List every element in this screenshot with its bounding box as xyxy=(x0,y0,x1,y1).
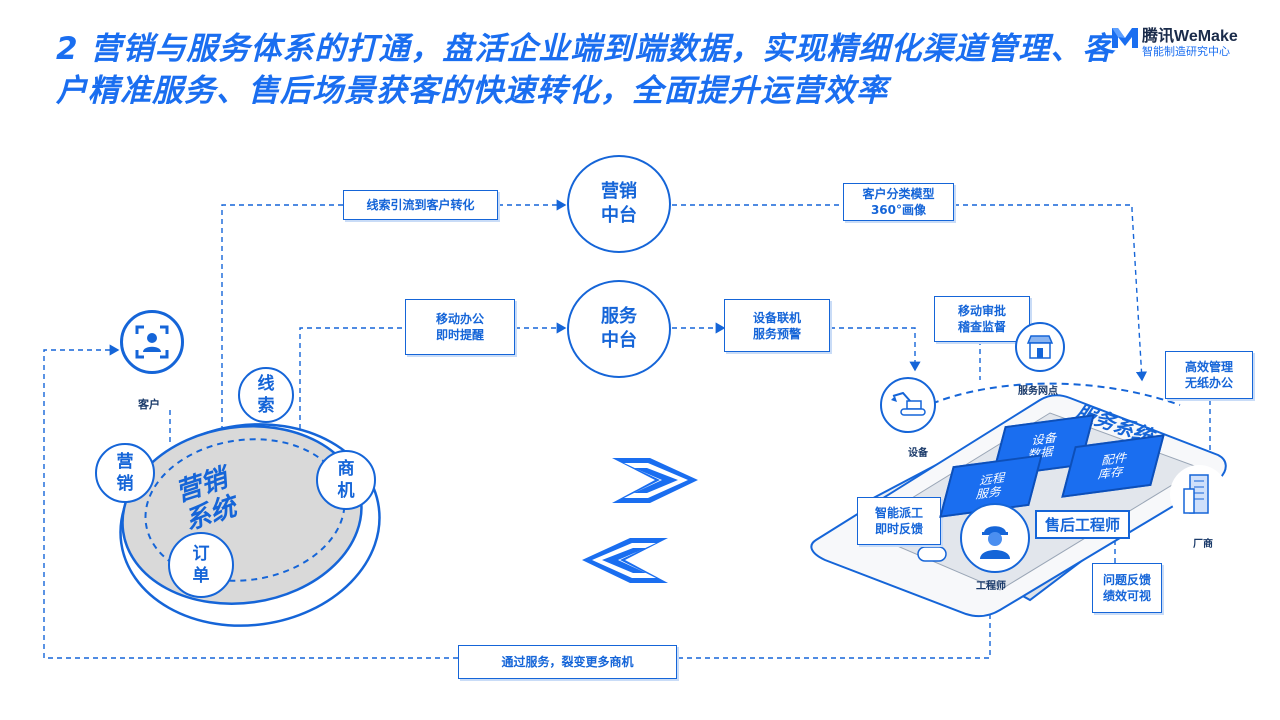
connector-bottom-loop xyxy=(677,605,991,659)
connector-bottom-left xyxy=(43,344,458,659)
device-alert-box: 设备联机 服务预警 xyxy=(724,299,830,352)
engineer-avatar-icon xyxy=(960,503,1030,573)
efficient-management-box: 高效管理 无纸办公 xyxy=(1165,351,1253,399)
wemake-logo-icon xyxy=(1112,28,1138,48)
marketing-node: 营 销 xyxy=(95,443,155,503)
lead-node: 线 索 xyxy=(238,367,294,423)
service-hub: 服务 中台 xyxy=(567,280,671,378)
customer-model-box: 客户分类模型 360°画像 xyxy=(843,183,954,221)
order-node: 订 单 xyxy=(168,532,234,598)
marketing-system-disc xyxy=(119,423,381,627)
brand-subtitle: 智能制造研究中心 xyxy=(1142,45,1230,58)
device-label: 设备 xyxy=(908,448,928,459)
connector-top-left xyxy=(221,204,343,440)
mobile-approval-box: 移动审批 稽查监督 xyxy=(934,296,1030,342)
mobile-office-box: 移动办公 即时提醒 xyxy=(405,299,515,355)
brand-logo: 腾讯WeMake 智能制造研究中心 xyxy=(1110,22,1275,62)
manufacturer-label: 厂商 xyxy=(1193,539,1213,550)
connector-mid-left xyxy=(299,327,405,510)
chevron-left-icon xyxy=(582,538,668,583)
device-excavator-icon xyxy=(880,377,936,433)
connector-to-device xyxy=(830,327,921,372)
manufacturer-building-icon xyxy=(1170,465,1228,523)
service-outlet-icon xyxy=(1015,322,1065,372)
smart-dispatch-box: 智能派工 即时反馈 xyxy=(857,497,941,545)
customer-label: 客户 xyxy=(138,398,160,411)
issue-feedback-box: 问题反馈 绩效可视 xyxy=(1092,563,1162,613)
brand-name: 腾讯WeMake xyxy=(1142,28,1238,45)
customer-avatar-icon xyxy=(120,310,184,374)
opportunity-node: 商 机 xyxy=(316,450,376,510)
lead-to-customer-box: 线索引流到客户转化 xyxy=(343,190,498,220)
service-outlet-label: 服务网点 xyxy=(1018,386,1058,397)
page-title: 2 营销与服务体系的打通，盘活企业端到端数据，实现精细化渠道管理、客户精准服务、… xyxy=(56,31,1115,109)
engineer-label: 工程师 xyxy=(976,581,1006,592)
through-service-box: 通过服务，裂变更多商机 xyxy=(458,645,677,679)
connector-top-right xyxy=(954,204,1148,382)
chevron-right-icon xyxy=(612,458,698,503)
marketing-hub: 营销 中台 xyxy=(567,155,671,253)
after-sales-engineer-tag: 售后工程师 xyxy=(1035,510,1131,539)
